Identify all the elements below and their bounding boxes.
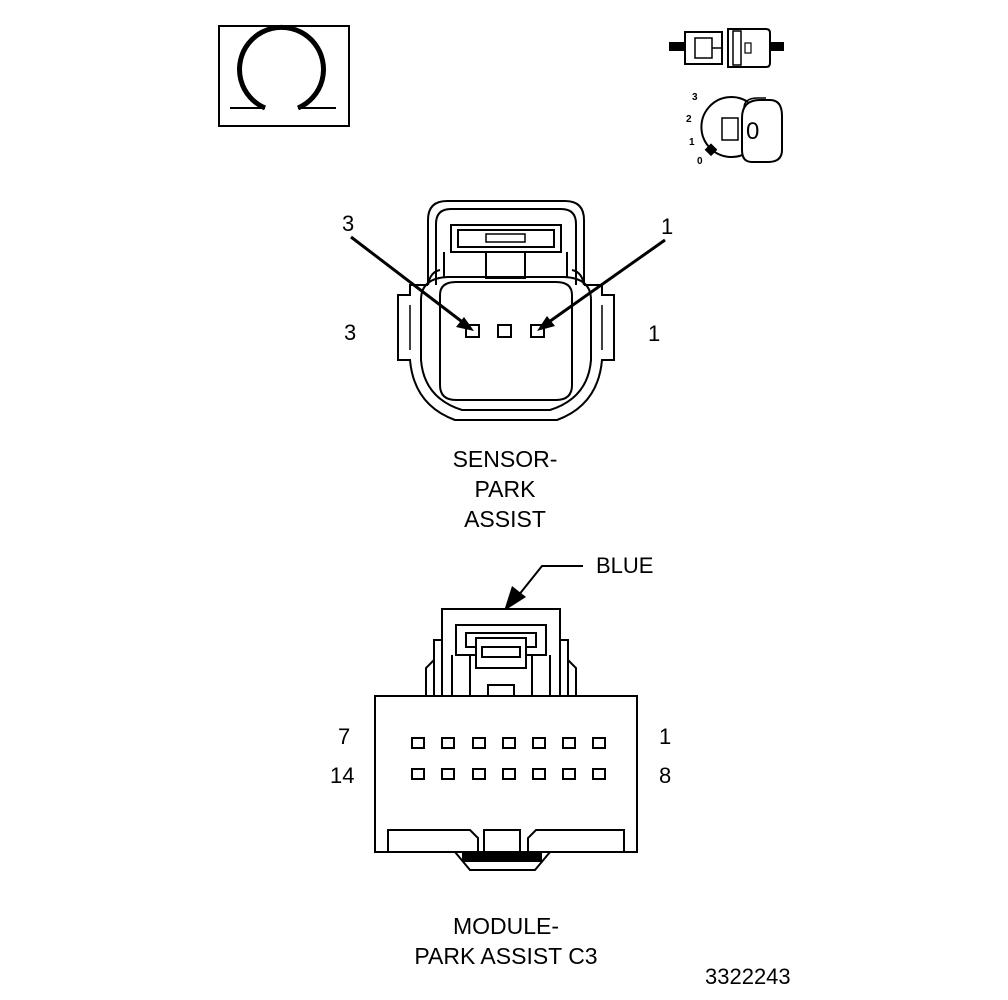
module-pin-cavity [562,737,576,749]
module-pin-cavity [592,768,606,780]
module-pin-cavity [472,737,486,749]
sensor-callout-right: 1 [661,214,674,239]
module-caption-line-1: MODULE- [452,913,560,939]
module-color-label: BLUE [596,553,654,578]
module-pin-cavity [502,768,516,780]
module-pin-cavity [502,737,516,749]
ignition-key-icon [700,96,783,163]
key-position-1: 1 [689,137,695,148]
key-position-2: 2 [686,114,692,125]
blue-callout-arrow [504,565,583,611]
module-pin-cavities [411,737,606,780]
module-caption-line-2: PARK ASSIST C3 [414,943,598,969]
sensor-side-left: 3 [344,320,357,345]
module-row2-left: 14 [330,763,355,788]
sensor-caption: SENSOR- PARK ASSIST [375,444,635,534]
sensor-caption-line-1: SENSOR- [452,446,558,472]
sensor-side-right: 1 [648,321,661,346]
module-pin-cavity [411,737,425,749]
module-pin-cavity [592,737,606,749]
module-pin-cavity [532,737,546,749]
module-row2-right: 8 [659,763,672,788]
module-caption: MODULE- PARK ASSIST C3 [376,911,636,971]
module-pin-cavity [441,737,455,749]
module-pin-cavity [562,768,576,780]
module-pin-cavity [472,768,486,780]
sensor-connector [397,200,615,421]
connector-plug-icon [669,28,784,68]
module-pin-cavity [441,768,455,780]
module-pin-cavity [532,768,546,780]
key-position-0: 0 [697,156,703,167]
key-position-3: 3 [692,92,698,103]
omega-symbol-icon [218,24,350,127]
module-row1-left: 7 [338,724,351,749]
module-row1-right: 1 [659,724,672,749]
sensor-callout-left: 3 [342,211,355,236]
sensor-caption-line-3: ASSIST [464,506,546,532]
figure-id: 3322243 [705,964,791,989]
key-value: 0 [746,118,760,145]
sensor-callout-arrows [350,235,666,331]
module-pin-cavity [411,768,425,780]
sensor-caption-line-2: PARK [474,476,536,502]
